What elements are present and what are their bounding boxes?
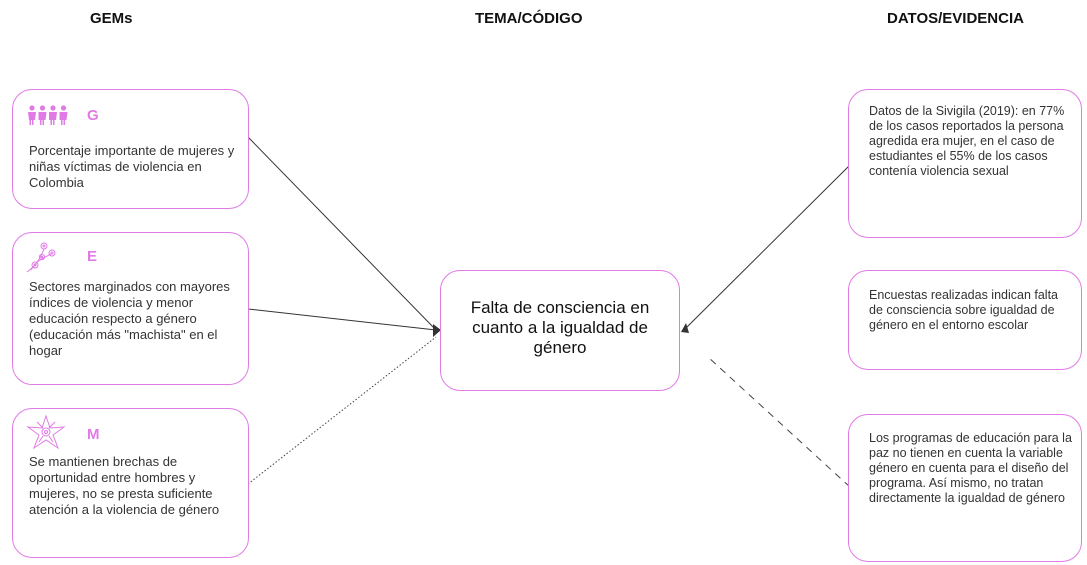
gem-letter-e: E [87, 248, 98, 265]
evidence-text-3: Los programas de educación para la paz n… [869, 431, 1072, 505]
gem-text-m: Se mantienen brechas de oportunidad entr… [29, 454, 220, 517]
arrowhead-left [433, 324, 441, 337]
evidence-text-2: Encuestas realizadas indican falta de co… [869, 288, 1059, 332]
arrowhead-right [681, 323, 689, 333]
header-tema-codigo: TEMA/CÓDIGO [475, 10, 583, 27]
connector-g [247, 136, 437, 331]
gem-text-g: Porcentaje importante de mujeres y niñas… [29, 143, 235, 190]
star-flower-icon [25, 414, 67, 455]
evidence-text-1: Datos de la Sivigila (2019): en 77% de l… [869, 104, 1065, 178]
gem-box-m: M Se mantienen brechas de oportunidad en… [12, 408, 249, 558]
flowers-icon [25, 240, 59, 279]
gem-box-g: G Porcentaje importante de mujeres y niñ… [12, 89, 249, 209]
women-group-icon [27, 105, 69, 130]
connector-evidence-3 [707, 356, 851, 488]
evidence-box-2: Encuestas realizadas indican falta de co… [848, 270, 1082, 370]
evidence-box-1: Datos de la Sivigila (2019): en 77% de l… [848, 89, 1082, 238]
gem-box-e: E Sectores marginados con mayores índice… [12, 232, 249, 385]
connector-e [247, 308, 437, 331]
connector-m [247, 336, 437, 485]
gem-text-e: Sectores marginados con mayores índices … [29, 279, 230, 358]
tema-box: Falta de consciencia en cuanto a la igua… [440, 270, 680, 391]
header-gems: GEMs [90, 10, 133, 27]
evidence-box-3: Los programas de educación para la paz n… [848, 414, 1082, 562]
gem-letter-g: G [87, 107, 99, 124]
tema-text: Falta de consciencia en cuanto a la igua… [470, 298, 650, 357]
connector-evidence-1 [685, 164, 851, 329]
gem-letter-m: M [87, 426, 100, 443]
header-datos-evidencia: DATOS/EVIDENCIA [887, 10, 1024, 27]
